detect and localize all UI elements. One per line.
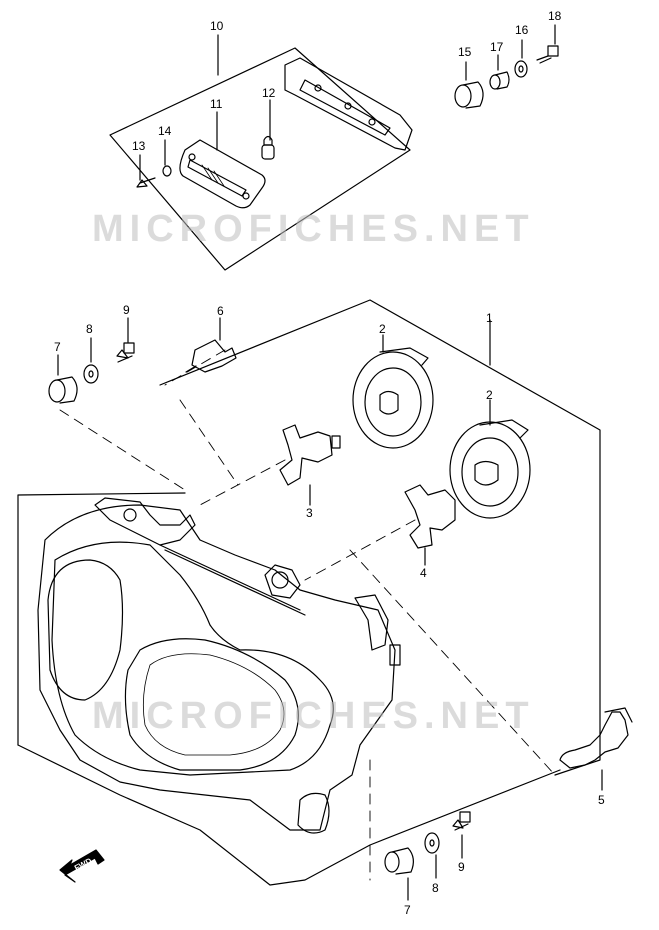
watermark-bottom: MICROFICHES.NET (92, 695, 535, 737)
part-18-bolt (536, 24, 559, 64)
callout-2-upper: 2 (379, 322, 386, 336)
callout-1: 1 (486, 311, 493, 325)
guide-lines (59, 349, 556, 881)
callout-9-lower: 9 (458, 860, 465, 874)
part-7-grommet-upper (48, 354, 78, 404)
callout-10: 10 (210, 19, 224, 33)
callout-11: 11 (210, 97, 223, 111)
callout-9-upper: 9 (123, 303, 130, 317)
callout-16: 16 (515, 23, 529, 37)
callout-2-lower: 2 (486, 388, 493, 402)
callout-7-upper: 7 (54, 340, 61, 354)
callout-3: 3 (306, 506, 313, 520)
turn-signal-group-box (109, 34, 411, 271)
callout-13: 13 (132, 139, 146, 153)
callout-15: 15 (458, 45, 472, 59)
part-2-socket-upper (352, 334, 434, 449)
callout-6: 6 (217, 304, 224, 318)
part-9-screw-lower (452, 811, 471, 859)
callout-7-lower: 7 (404, 903, 411, 917)
callout-14: 14 (158, 124, 172, 138)
part-3-socket (279, 424, 341, 506)
part-8-washer-lower (424, 832, 440, 879)
callout-8-lower: 8 (432, 881, 439, 895)
part-15-grommet (454, 61, 484, 109)
part-11-lens (179, 111, 266, 209)
part-8-washer-upper (83, 337, 99, 384)
part-13-screw (136, 154, 156, 188)
part-6-bulb-holder (185, 317, 237, 373)
callout-8-upper: 8 (86, 322, 93, 336)
part-14-washer (162, 139, 172, 177)
part-5-bulb (559, 707, 633, 791)
callout-4: 4 (420, 566, 427, 580)
part-17-collar (489, 54, 510, 90)
callout-5: 5 (598, 793, 605, 807)
part-7-grommet-lower (384, 847, 414, 901)
part-9-screw-upper (116, 317, 135, 363)
callout-18: 18 (548, 9, 562, 23)
part-12-bulb (261, 99, 275, 160)
watermark-top: MICROFICHES.NET (92, 208, 535, 250)
callout-17: 17 (490, 40, 504, 54)
part-2-socket-lower (449, 399, 531, 519)
part-4-socket (404, 484, 456, 566)
fwd-arrow-icon (59, 849, 105, 883)
part-16-washer (514, 39, 528, 78)
headlight-housing (37, 497, 401, 834)
part-10-bracket (284, 57, 413, 151)
callout-12: 12 (262, 86, 276, 100)
